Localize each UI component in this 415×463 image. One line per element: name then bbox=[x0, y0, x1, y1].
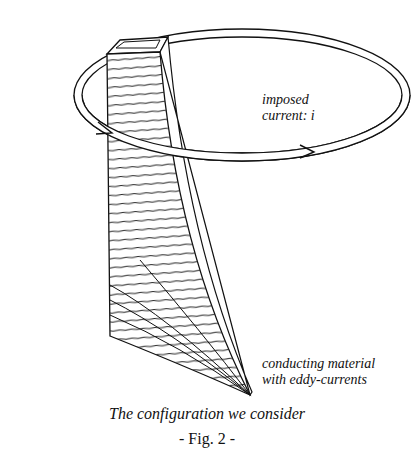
current-arrow bbox=[96, 122, 112, 134]
coil-front-inner bbox=[82, 95, 402, 153]
figure-number: - Fig. 2 - bbox=[107, 430, 307, 448]
current-label: imposed current: i bbox=[262, 92, 340, 124]
coil-front bbox=[74, 95, 410, 161]
coil-front-outer bbox=[74, 95, 410, 161]
conducting-block bbox=[100, 37, 260, 400]
current-arrow bbox=[300, 145, 314, 158]
material-label: conducting material with eddy-currents bbox=[262, 356, 390, 388]
figure-caption: The configuration we consider bbox=[57, 405, 357, 423]
